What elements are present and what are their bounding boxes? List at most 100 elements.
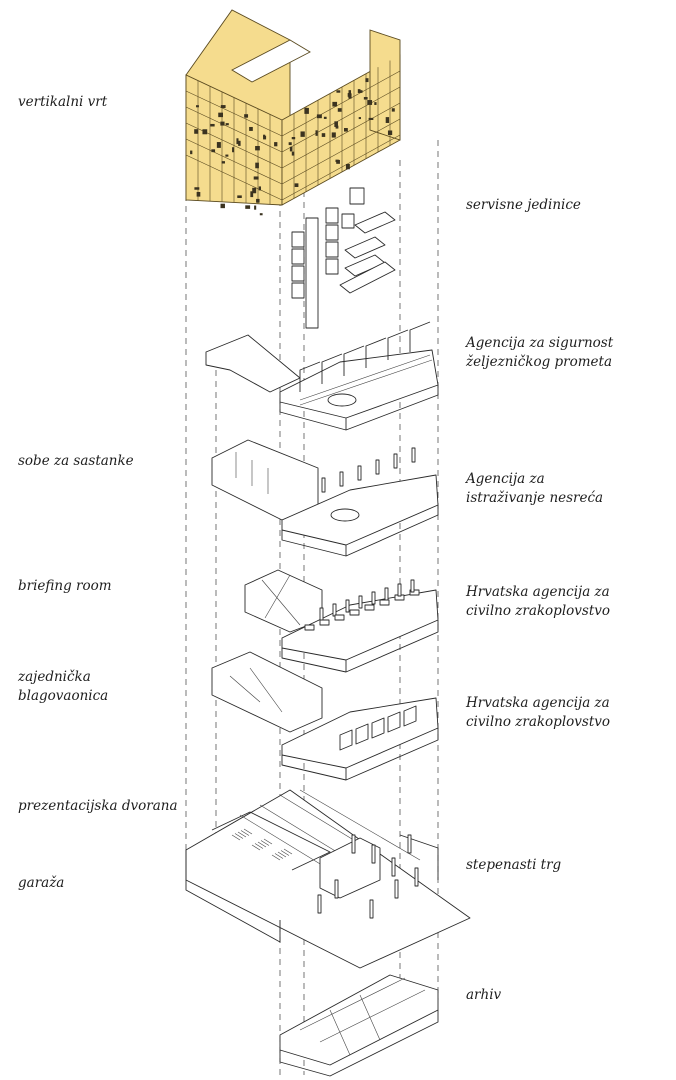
- label-hrvatska-agencija-1: Hrvatska agencija za civilno zrakoplovst…: [466, 584, 610, 619]
- plant-mark: [220, 121, 225, 126]
- column: [334, 879, 339, 899]
- plant-mark: [190, 150, 193, 155]
- desk: [334, 614, 345, 621]
- desk: [364, 604, 375, 611]
- office-room: [339, 729, 353, 751]
- plant-mark: [348, 90, 352, 95]
- garden-grid-line: [281, 70, 401, 137]
- seat-row: [280, 850, 290, 856]
- seat-row: [237, 831, 247, 838]
- plant-mark: [335, 125, 339, 129]
- plant-mark: [368, 117, 374, 120]
- plant-mark: [196, 191, 201, 197]
- structural-frame: [387, 329, 409, 360]
- plant-mark: [289, 146, 293, 152]
- plant-mark: [256, 198, 260, 203]
- column: [357, 465, 362, 481]
- plant-mark: [335, 159, 339, 162]
- service-box: [325, 241, 339, 258]
- garden-grid-line: [281, 102, 401, 169]
- seat-row: [277, 851, 287, 858]
- garden-grid-line: [185, 90, 283, 137]
- service-box: [325, 224, 339, 241]
- plant-mark: [210, 123, 215, 127]
- plant-mark: [315, 130, 318, 136]
- plant-mark: [332, 101, 338, 107]
- plant-mark: [249, 126, 253, 131]
- ground-level: [185, 789, 471, 969]
- garden-grid-line: [185, 154, 283, 201]
- seat-row: [257, 841, 267, 848]
- structural-frame: [365, 337, 387, 368]
- plant-mark: [238, 140, 241, 146]
- garden-grid-line: [185, 138, 283, 185]
- archive: [279, 974, 439, 1077]
- column: [393, 453, 398, 469]
- office-room: [355, 723, 369, 745]
- plant-mark: [291, 151, 295, 156]
- floor-4: [205, 321, 439, 431]
- column: [384, 587, 389, 601]
- plant-mark: [245, 205, 251, 209]
- garden-grid-line: [281, 86, 401, 153]
- plant-mark: [391, 108, 395, 112]
- plant-mark: [196, 105, 199, 108]
- plant-mark: [221, 161, 225, 164]
- plant-mark: [263, 135, 267, 140]
- plant-mark: [374, 102, 377, 105]
- label-agencija-sigurnost: Agencija za sigurnost željezničkog prome…: [466, 335, 614, 370]
- plant-mark: [259, 213, 263, 216]
- plant-mark: [255, 145, 260, 151]
- plant-mark: [291, 137, 296, 140]
- plant-mark: [202, 129, 208, 135]
- seat-row: [271, 854, 281, 861]
- service-box: [291, 248, 305, 265]
- column: [391, 857, 396, 877]
- garden-grid-line: [281, 118, 401, 185]
- plant-mark: [258, 186, 261, 191]
- plant-mark: [331, 132, 336, 138]
- column: [369, 899, 374, 919]
- desk: [409, 589, 420, 596]
- plant-mark: [225, 154, 229, 157]
- plant-mark: [365, 78, 369, 83]
- service-box: [291, 265, 305, 282]
- seat-row: [243, 828, 253, 835]
- plant-mark: [334, 121, 338, 127]
- floor-3: [211, 439, 439, 557]
- label-arhiv: arhiv: [466, 987, 502, 1003]
- service-box: [341, 213, 355, 229]
- service-units: [291, 187, 396, 329]
- plant-mark: [337, 108, 342, 112]
- label-garaza: garaža: [18, 875, 65, 891]
- plant-mark: [255, 162, 259, 169]
- plant-mark: [294, 183, 299, 187]
- seat-row: [251, 844, 261, 851]
- column: [371, 844, 376, 864]
- desk: [304, 624, 315, 631]
- column: [321, 477, 326, 493]
- seat-row: [240, 830, 250, 836]
- garden-grid-line: [185, 122, 283, 169]
- plant-mark: [304, 107, 309, 114]
- vertical-garden: [185, 9, 401, 216]
- plant-mark: [216, 142, 221, 148]
- service-box: [325, 258, 339, 275]
- plant-mark: [244, 114, 249, 118]
- plant-mark: [336, 90, 341, 93]
- column: [394, 879, 399, 899]
- plant-mark: [300, 131, 305, 137]
- plant-mark: [252, 187, 257, 194]
- plant-mark: [274, 142, 278, 147]
- plant-mark: [358, 117, 361, 120]
- label-sobe-za-sastanke: sobe za sastanke: [18, 453, 134, 469]
- service-box: [325, 207, 339, 224]
- column: [411, 447, 416, 463]
- plant-mark: [363, 97, 368, 100]
- label-vertikalni-vrt: vertikalni vrt: [18, 94, 108, 110]
- service-box: [291, 282, 305, 299]
- floor-2: [244, 569, 439, 673]
- label-servisne-jedinice: servisne jedinice: [466, 197, 581, 213]
- structural-frame: [299, 361, 321, 392]
- label-agencija-istrazivanje: Agencija za istraživanje nesreća: [466, 471, 604, 506]
